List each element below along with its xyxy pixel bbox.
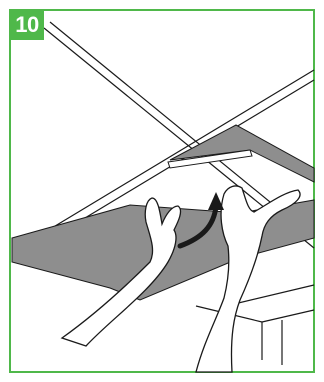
ceiling-grid xyxy=(12,22,314,365)
panel-border xyxy=(10,10,314,372)
step-number-badge: 10 xyxy=(10,10,44,40)
